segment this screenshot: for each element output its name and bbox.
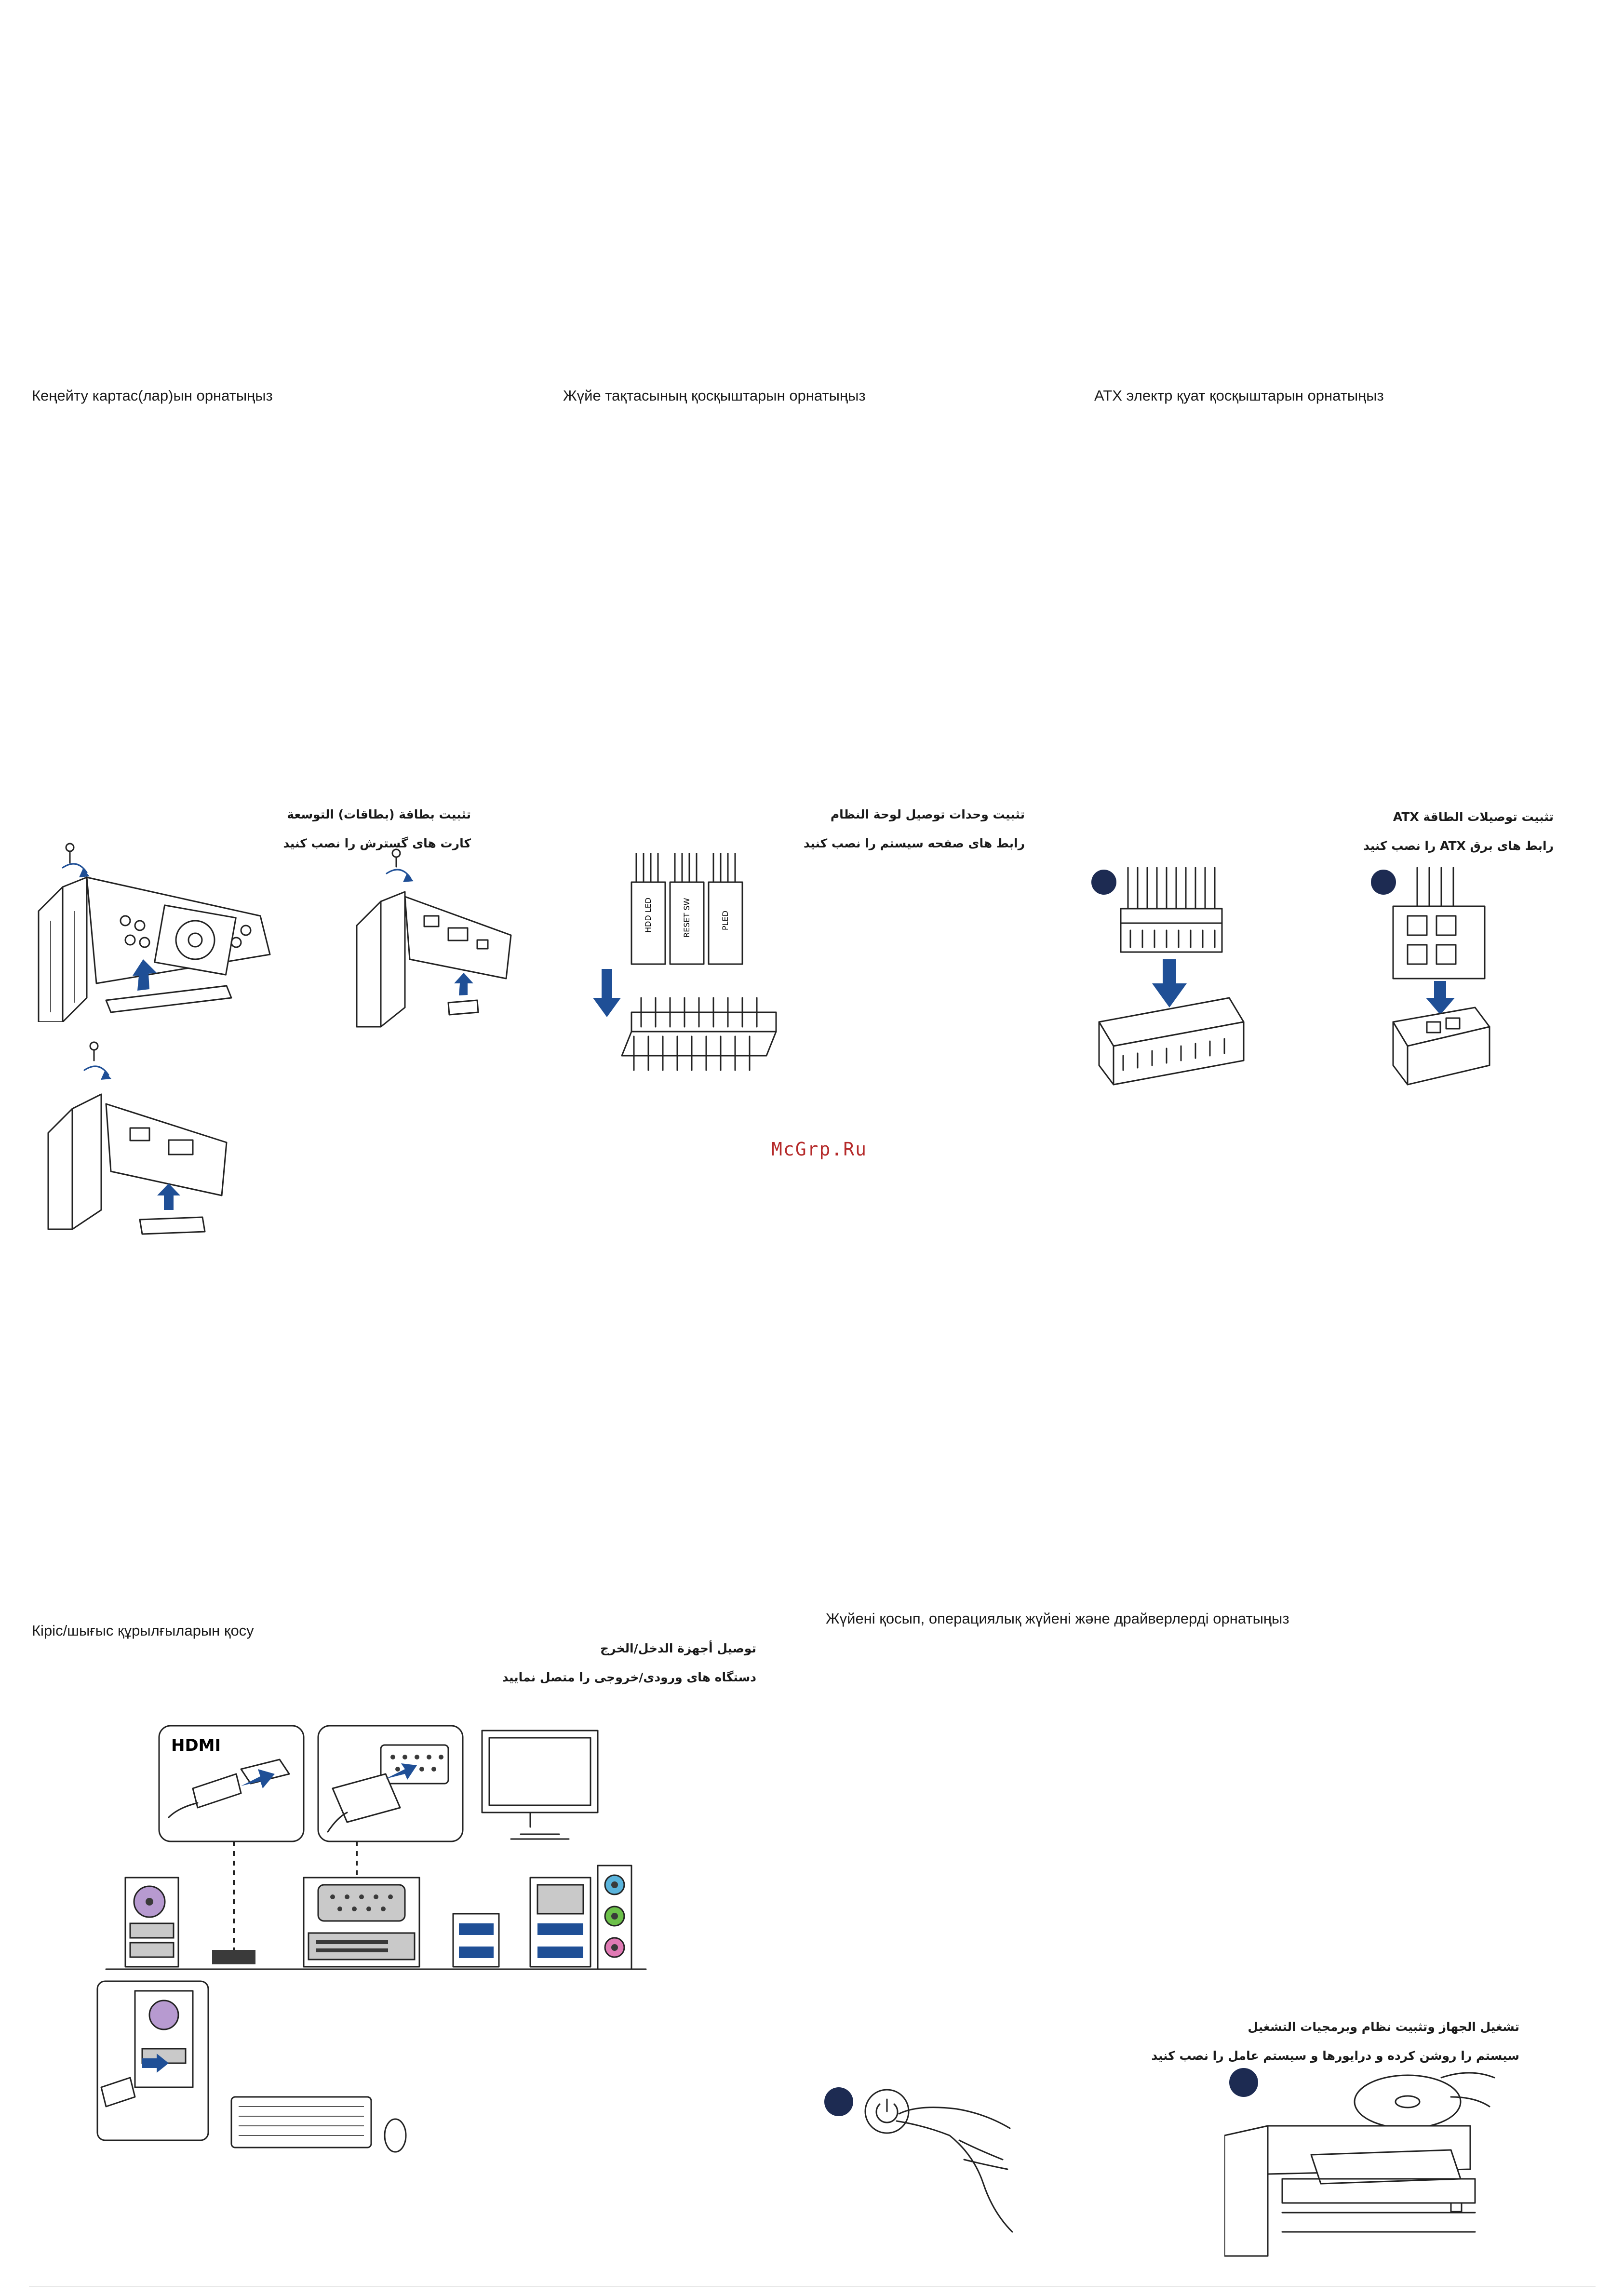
atx-ar-title: تثبيت توصيلات الطاقة ATX [1393,810,1554,824]
rotate-arrow-icon [79,869,90,877]
small-card-install-illustration [356,848,512,1028]
atx-24pin-illustration [1091,867,1245,1086]
expansion-fa-title: کارت های گسترش را نصب کنید [283,836,471,850]
panel-fa-title: رابط های صفحه سیستم را نصب کنید [803,836,1025,850]
hdmi-port [212,1950,255,1964]
panel-connector-illustration: HDD LED RESET SW PLED [593,853,777,1071]
io-ar-title: توصيل أجهزة الدخل/الخرج [600,1641,756,1655]
screw-icon [391,848,401,868]
plug-arrow-icon [241,1769,275,1788]
pcie-card-install-illustration [47,1041,228,1235]
atx-fa-title: رابط های برق ATX را نصب کنید [1363,839,1554,853]
io-fa-title: دستگاه های ورودی/خروجی را متصل نمایید [502,1670,756,1684]
down-arrow-icon [1426,981,1455,1015]
down-arrow-icon [593,969,621,1017]
panel-title: Жүйе тақтасының қосқыштарын орнатыңыз [563,387,866,404]
keyboard-icon [230,2096,372,2148]
power-button-illustration [824,2087,1013,2233]
panel-ar-title: تثبيت وحدات توصيل لوحة النظام [830,807,1025,821]
expansion-title: Кеңейту картас(лар)ын орнатыңыз [32,387,273,404]
usb-port-pair [452,1913,500,1968]
io-title: Кіріс/шығыс құрылғыларын қосу [32,1622,254,1639]
cd-disc-icon [1354,2074,1462,2129]
screw-icon [65,843,75,864]
expansion-ar-title: تثبيت بطاقة (بطاقات) التوسعة [287,807,471,821]
os-disc-illustration [1224,2068,1495,2257]
step-badge-2-icon [1229,2068,1258,2097]
footer-strip [29,2286,1596,2287]
watermark: McGrp.Ru [771,1139,868,1160]
screw-icon [89,1041,99,1061]
plug-arrow-icon [386,1763,417,1780]
power-title: Жүйені қосып, операциялық жүйені және др… [826,1610,1289,1627]
io-connection-illustration: HDMI [96,1725,647,2153]
rotate-arrow-icon [101,1071,111,1080]
reset-sw-label: RESET SW [682,898,691,938]
plug-arrow-icon [142,2054,169,2073]
hdmi-logo: HDMI [171,1736,221,1755]
hdd-led-label: HDD LED [644,898,653,933]
step-badge-1-icon [824,2087,853,2116]
atx-8pin-illustration [1371,867,1490,1086]
mouse-icon [384,2118,407,2153]
monitor-icon [481,1730,599,1813]
pled-label: PLED [721,911,730,930]
step-badge-1-icon [1091,870,1116,895]
atx-title: ATX электр қуат қосқыштарын орнатыңыз [1094,387,1384,404]
rotate-arrow-icon [403,873,414,882]
gpu-install-illustration [38,843,271,1022]
power-fa-title: سیستم را روشن کرده و درایورها و سیستم عا… [1151,2049,1519,2063]
step-badge-2-icon [1371,870,1396,895]
power-ar-title: تشغيل الجهاز وتثبيت نظام وبرمجيات التشغي… [1248,2020,1519,2034]
down-arrow-icon [1152,959,1187,1007]
